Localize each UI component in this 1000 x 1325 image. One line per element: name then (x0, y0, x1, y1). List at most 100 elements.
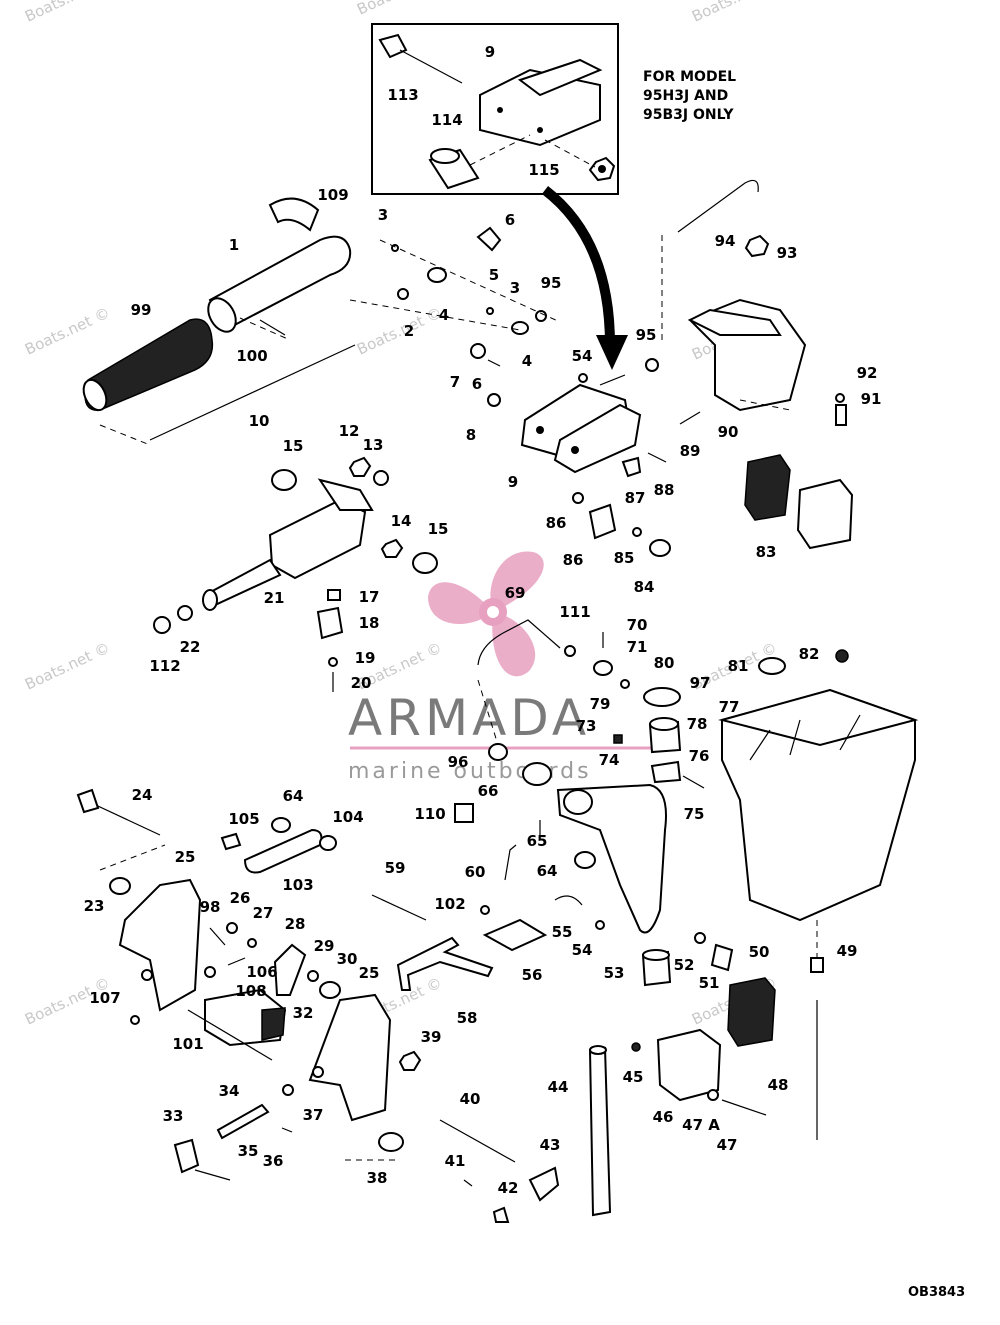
callout-label: 60 (465, 863, 486, 881)
clamp-bracket-25-left (76, 788, 202, 1025)
callout-label: 28 (285, 915, 306, 933)
callout-label: 13 (363, 436, 384, 454)
callout-label: 51 (699, 974, 720, 992)
callout-label: 14 (391, 512, 412, 530)
callout-label: 90 (718, 423, 739, 441)
callout-label: 114 (431, 111, 462, 129)
callout-label: 9 (508, 473, 518, 491)
callout-label: 115 (528, 161, 559, 179)
pivot-arm-75 (454, 679, 667, 934)
callout-label: 52 (674, 956, 695, 974)
steering-bracket-90 (647, 179, 847, 463)
callout-label: 107 (89, 989, 120, 1007)
linkage-69 (477, 619, 849, 789)
callout-label: 53 (604, 964, 625, 982)
callout-label: 47 (717, 1136, 738, 1154)
callout-label: 104 (332, 808, 363, 826)
callout-label: 22 (180, 638, 201, 656)
swivel-bracket-9 (520, 358, 659, 474)
inset-frame (371, 23, 619, 195)
hardware-84-88 (572, 456, 671, 557)
callout-label: 48 (768, 1076, 789, 1094)
callout-label: 103 (282, 876, 313, 894)
callout-label: 87 (625, 489, 646, 507)
callout-label: 24 (132, 786, 153, 804)
callout-label: 54 (572, 347, 593, 365)
lower-mount-44 (588, 1028, 767, 1217)
callout-label: 6 (472, 375, 482, 393)
callout-label: 89 (680, 442, 701, 460)
callout-label: 33 (163, 1107, 184, 1125)
callout-label: 56 (522, 966, 543, 984)
callout-label: 50 (749, 943, 770, 961)
callout-label: 30 (337, 950, 358, 968)
inset-bracket-9 (479, 58, 603, 147)
callout-label: 73 (576, 717, 597, 735)
callout-label: 15 (283, 437, 304, 455)
callout-label: 39 (421, 1028, 442, 1046)
callout-label: 29 (314, 937, 335, 955)
watermark-text: Boats.net © (689, 0, 780, 26)
callout-label: 65 (527, 832, 548, 850)
callout-label: 94 (715, 232, 736, 250)
callout-label: 110 (414, 805, 445, 823)
callout-label: 23 (84, 897, 105, 915)
inset-note-line-3: 95B3J ONLY (643, 107, 734, 123)
callout-label: 86 (563, 551, 584, 569)
callout-label: 86 (546, 514, 567, 532)
callout-label: 17 (359, 588, 380, 606)
callout-label: 71 (627, 638, 648, 656)
inset-bolt-113 (378, 33, 463, 84)
watermark-text: Boats.net © (22, 0, 113, 26)
callout-label: 26 (230, 889, 251, 907)
callout-label: 79 (590, 695, 611, 713)
callout-label: 47 A (682, 1116, 720, 1134)
logo-main-text: ARMADA (348, 689, 590, 747)
callout-label: 18 (359, 614, 380, 632)
callout-label: 34 (219, 1082, 240, 1100)
callout-label: 4 (439, 306, 449, 324)
callout-label: 92 (857, 364, 878, 382)
callout-label: 109 (317, 186, 348, 204)
propeller-logo-icon (428, 551, 544, 677)
part-1-tube (208, 235, 352, 332)
callout-label: 25 (359, 964, 380, 982)
model-inset: FOR MODEL 95H3J AND 95B3J ONLY (371, 23, 736, 195)
callout-label: 1 (229, 236, 239, 254)
callout-label: 4 (522, 352, 532, 370)
callout-label: 54 (572, 941, 593, 959)
tiller-handle-group (82, 197, 356, 446)
callout-label: 91 (861, 390, 882, 408)
callout-label: 85 (614, 549, 635, 567)
callout-label: 44 (548, 1078, 569, 1096)
callout-label: 66 (478, 782, 499, 800)
callout-label: 40 (460, 1090, 481, 1108)
callout-label: 20 (351, 674, 372, 692)
callout-label: 75 (684, 805, 705, 823)
callout-label: 59 (385, 859, 406, 877)
callout-label: 100 (236, 347, 267, 365)
callout-label: 102 (434, 895, 465, 913)
callout-label: 6 (505, 211, 515, 229)
callout-label: 113 (387, 86, 418, 104)
callout-label: 25 (175, 848, 196, 866)
callout-label: 88 (654, 481, 675, 499)
callout-label: 101 (172, 1035, 203, 1053)
callout-label: 97 (690, 674, 711, 692)
watermark-text: Boats.net © (354, 0, 445, 19)
callout-label: 69 (505, 584, 526, 602)
steering-arm-21 (153, 456, 438, 692)
callout-label: 10 (249, 412, 270, 430)
inset-arrow (541, 186, 615, 346)
callout-label: 3 (510, 279, 520, 297)
callout-label: 106 (246, 963, 277, 981)
bracket-103 (220, 817, 337, 874)
armada-logo: ARMADA marine outboards (348, 551, 652, 784)
callout-label: 27 (253, 904, 274, 922)
callout-label: 112 (149, 657, 180, 675)
callout-label: 41 (445, 1152, 466, 1170)
callout-label: 105 (228, 810, 259, 828)
callout-label: 21 (264, 589, 285, 607)
